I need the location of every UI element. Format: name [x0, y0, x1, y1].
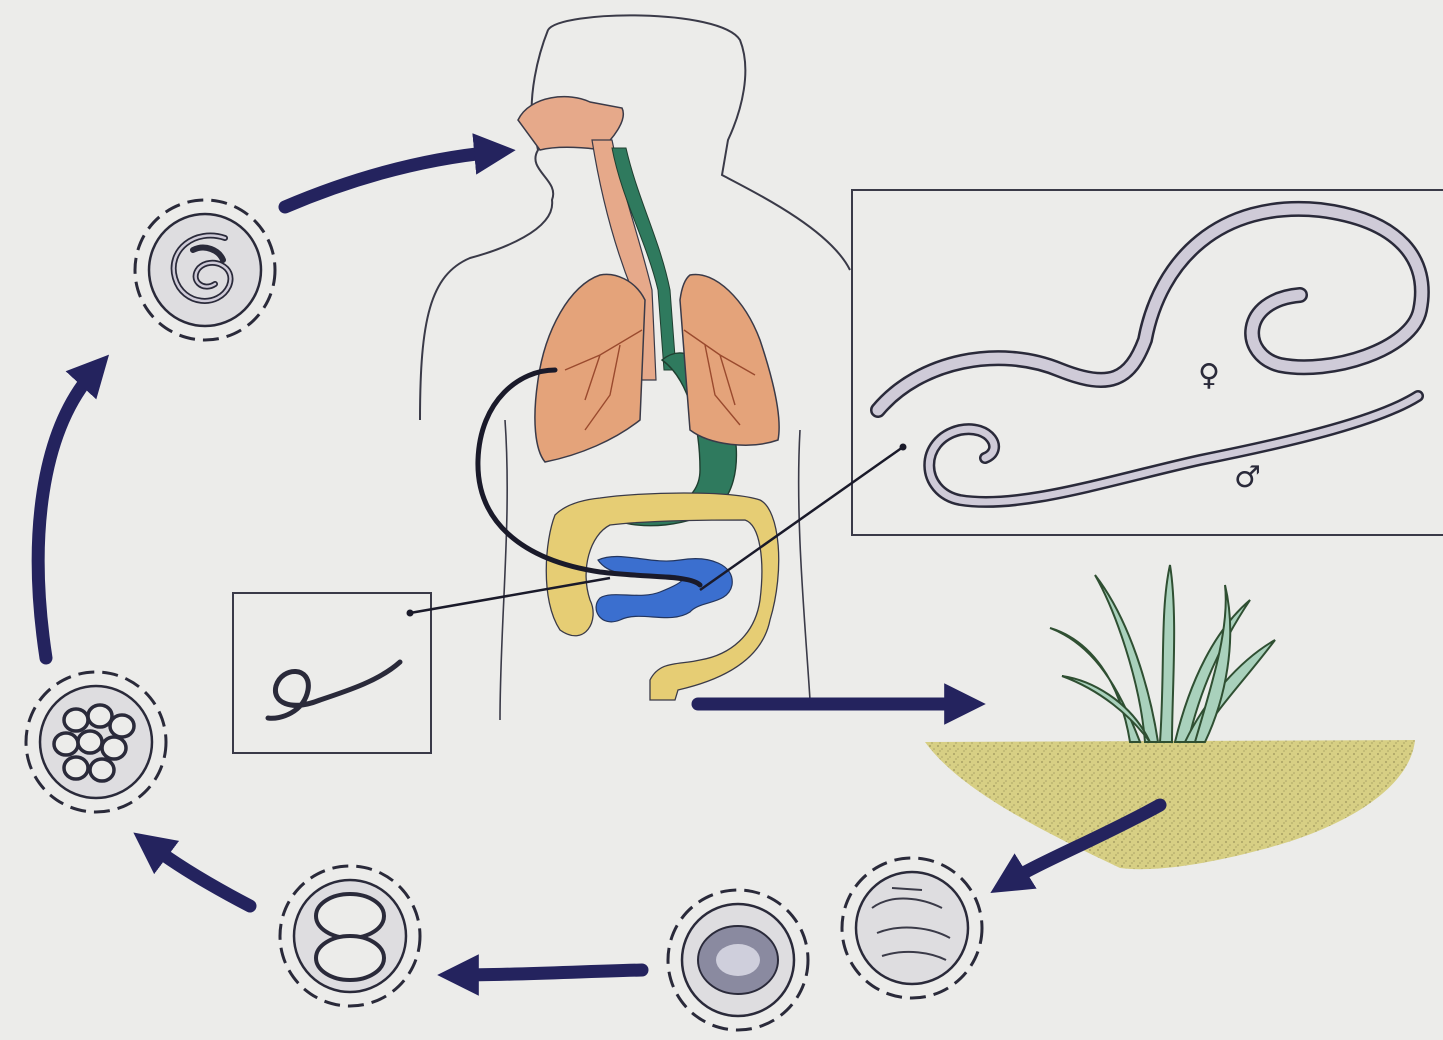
male-symbol: ♂: [1234, 460, 1261, 495]
larva-inset-leader-dot: [407, 610, 414, 617]
arrow-two-cell-to-morula: [150, 845, 250, 906]
arrow-morula-to-larva-egg: [38, 370, 95, 658]
host-body: [420, 15, 850, 720]
egg-unsegmented: [842, 858, 982, 998]
soil-and-grass: [925, 565, 1415, 869]
adult-inset-leader-dot: [900, 444, 907, 451]
arrow-cleavage-to-two-cell: [458, 970, 642, 975]
egg-embryonated-larva: [135, 200, 275, 340]
arrow-egg-to-mouth: [285, 152, 495, 207]
egg-morula: [26, 672, 166, 812]
female-symbol: ♀: [1198, 358, 1220, 393]
adult-worms-inset: ♀ ♂: [700, 190, 1443, 590]
body-side-left: [500, 420, 507, 720]
grass: [1050, 565, 1275, 742]
egg-two-cell: [280, 866, 420, 1006]
soil: [925, 740, 1415, 869]
larva-frame: [233, 593, 431, 753]
small-intestine: [596, 556, 732, 621]
egg-early-cleavage: [668, 890, 808, 1030]
body-side-right: [799, 430, 810, 700]
